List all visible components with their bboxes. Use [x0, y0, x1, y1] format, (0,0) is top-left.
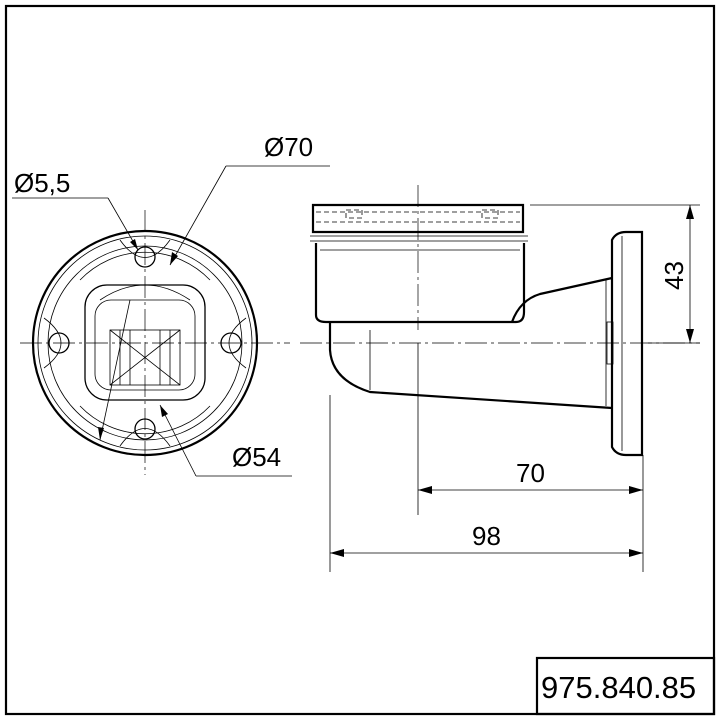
dim-height: 43 — [659, 261, 689, 290]
drawing-frame — [4, 4, 716, 716]
dim-bolt-circle: Ø54 — [232, 442, 281, 472]
front-view — [12, 165, 330, 477]
part-number-box: 975.840.85 — [535, 656, 716, 716]
dim-depth: 70 — [516, 458, 545, 488]
dim-hole-diameter: Ø5,5 — [14, 168, 70, 198]
part-number: 975.840.85 — [541, 670, 696, 705]
side-view — [300, 185, 700, 572]
dim-outer-diameter: Ø70 — [264, 132, 313, 162]
dim-length: 98 — [472, 521, 501, 551]
